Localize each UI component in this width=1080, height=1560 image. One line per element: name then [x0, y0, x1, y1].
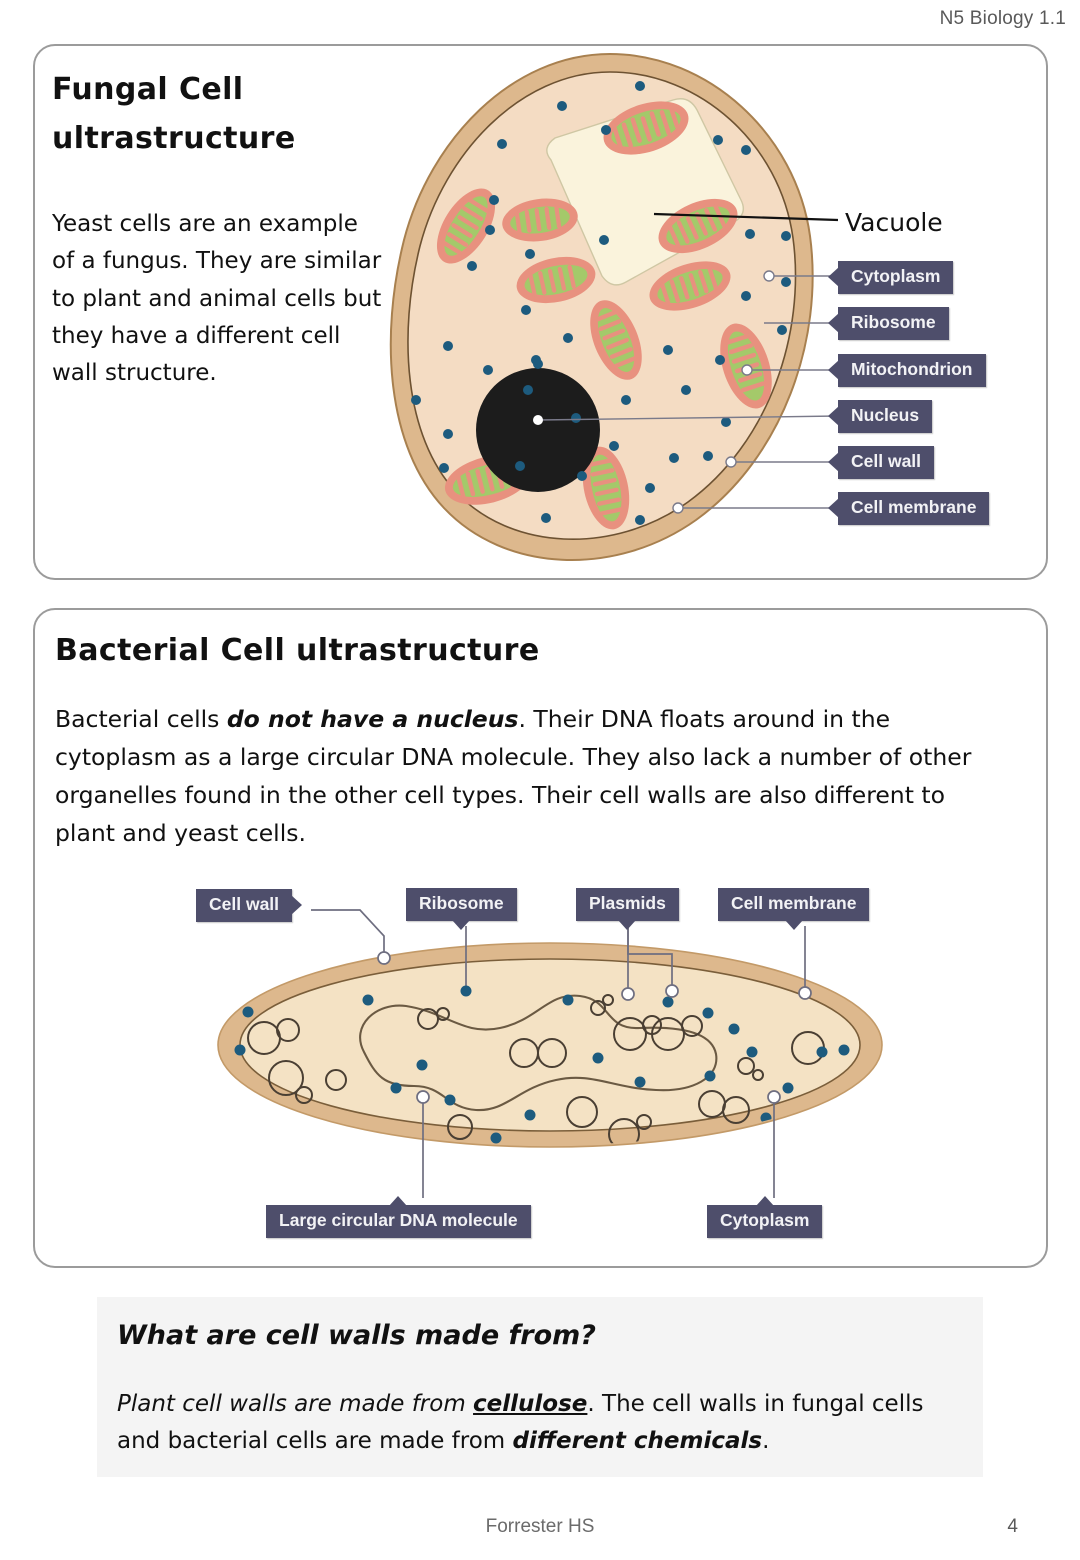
footer-school: Forrester HS	[485, 1516, 595, 1537]
info-box-question: What are cell walls made from?	[117, 1320, 596, 1351]
fungal-label-cell-wall: Cell wall	[838, 446, 935, 479]
bacterial-label-cell-wall: Cell wall	[196, 889, 293, 922]
bacterial-label-cell-membrane: Cell membrane	[718, 888, 870, 921]
text-run: . Their DNA floats around in the cytopla…	[55, 705, 972, 848]
emphasis-run: do not have a nucleus	[226, 705, 519, 733]
text-run: Bacterial cells	[55, 705, 227, 733]
emphasis-run: cellulose	[473, 1391, 588, 1417]
bacterial-section-title: Bacterial Cell ultrastructure	[55, 633, 540, 668]
info-box-answer: Plant cell walls are made from cellulose…	[117, 1386, 962, 1461]
fungal-mitochondria-group	[436, 101, 772, 530]
bacterial-cell-card	[33, 608, 1048, 1268]
bacterial-plasmids-group	[247, 994, 825, 1145]
fungal-label-vacuole: Vacuole	[845, 208, 943, 237]
bacterial-cell-body	[217, 942, 883, 1148]
fungal-leader-lines	[533, 212, 838, 514]
footer-page-number: 4	[1007, 1516, 1018, 1537]
emphasis-run: different chemicals	[512, 1428, 763, 1455]
fungal-title-line-1: Fungal Cell	[52, 72, 244, 107]
bacterial-label-dna-molecule: Large circular DNA molecule	[266, 1205, 531, 1238]
bacterial-dna-molecule	[359, 994, 718, 1112]
fungal-label-cytoplasm: Cytoplasm	[838, 261, 954, 294]
fungal-ribosomes-group	[411, 81, 791, 525]
fungal-label-ribosome: Ribosome	[838, 307, 949, 340]
fungal-label-cell-membrane: Cell membrane	[838, 492, 990, 525]
text-run: .	[762, 1428, 770, 1455]
bacterial-label-cytoplasm: Cytoplasm	[707, 1205, 823, 1238]
bacterial-paragraph: Bacterial cells do not have a nucleus. T…	[55, 700, 1000, 852]
fungal-title-line-2: ultrastructure	[52, 120, 296, 156]
text-run: . The cell walls in fungal cells and bac…	[117, 1391, 924, 1455]
info-box: What are cell walls made from? Plant cel…	[97, 1297, 983, 1477]
fungal-section-title: Fungal Cell ultrastructure	[52, 66, 382, 163]
fungal-cell-diagram	[389, 52, 838, 561]
bacterial-label-plasmids: Plasmids	[576, 888, 679, 921]
course-reference: N5 Biology 1.1	[939, 8, 1066, 29]
fungal-label-nucleus: Nucleus	[838, 400, 933, 433]
fungal-label-mitochondrion: Mitochondrion	[838, 354, 986, 387]
bacterial-ribosomes-group	[220, 994, 850, 1144]
emphasis-run: Plant cell walls are made from	[117, 1391, 474, 1417]
bacterial-label-ribosome: Ribosome	[406, 888, 517, 921]
fungal-nucleus	[476, 368, 600, 492]
bacterial-cytoplasm	[239, 958, 861, 1132]
fungal-paragraph: Yeast cells are an example of a fungus. …	[52, 211, 382, 386]
